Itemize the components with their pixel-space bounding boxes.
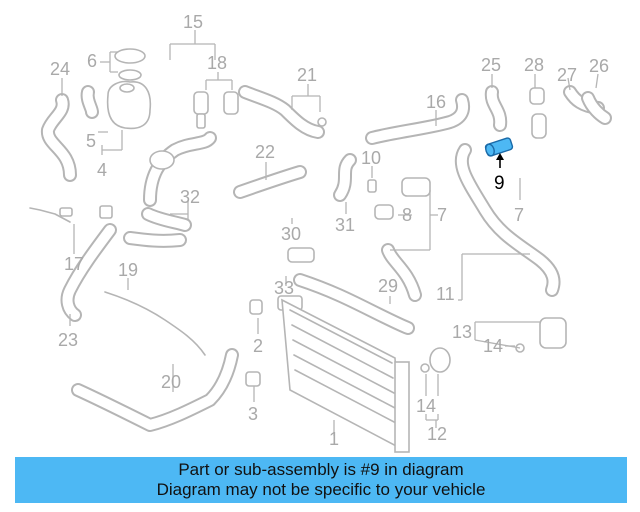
callout-11: 11	[436, 284, 455, 304]
callout-22: 22	[255, 142, 275, 162]
part-16-hose	[365, 93, 471, 145]
part-1-radiator	[281, 298, 410, 453]
part-5-hose	[80, 85, 99, 119]
callout-2: 2	[253, 336, 263, 356]
callout-15: 15	[183, 12, 203, 32]
part-7-hose	[381, 243, 422, 302]
part-30-fitting	[287, 247, 315, 263]
callout-1: 1	[329, 429, 339, 449]
part-32-pipe	[123, 207, 192, 248]
part-11-lower-hose	[454, 143, 561, 297]
callout-8: 8	[402, 205, 412, 225]
callout-13: 13	[452, 322, 472, 342]
part-25-hose	[484, 85, 508, 132]
leader-lines	[61, 30, 599, 436]
part-10-sensor	[367, 179, 377, 193]
part-28-fitting	[529, 87, 547, 139]
callout-7-right: 7	[514, 205, 524, 225]
part-23-hose	[60, 223, 117, 322]
parts-diagram: 15 6 18 24 5 4 21 25 28 27 26 16 22 10 9…	[29, 12, 612, 453]
callout-14: 14	[483, 336, 503, 356]
callout-27: 27	[557, 65, 577, 85]
leader-line-9	[496, 153, 504, 168]
part-6-cap	[114, 48, 146, 81]
part-4-expansion-tank	[106, 80, 152, 130]
callout-9: 9	[494, 173, 505, 194]
part-24-hose	[41, 93, 77, 182]
part-29-hose	[293, 273, 415, 335]
banner-disclaimer-line: Diagram may not be specific to your vehi…	[156, 480, 486, 499]
banner-part-line: Part or sub-assembly is #9 in diagram	[178, 460, 464, 479]
info-banner: Part or sub-assembly is #9 in diagram Di…	[15, 457, 627, 503]
part-22-pipe	[233, 165, 307, 199]
callout-6: 6	[87, 51, 97, 71]
callout-24: 24	[50, 59, 70, 79]
part-9-highlighted	[484, 137, 514, 157]
part-18-fittings	[193, 91, 239, 129]
callout-17: 17	[64, 254, 84, 274]
callout-3: 3	[248, 404, 258, 424]
part-12-drain	[420, 347, 451, 373]
callout-7: 7	[437, 205, 447, 225]
callout-5: 5	[86, 131, 96, 151]
callout-16: 16	[426, 92, 446, 112]
part-27-26-hoses	[563, 85, 612, 125]
callout-29: 29	[378, 276, 398, 296]
callout-20: 20	[161, 372, 181, 392]
callout-33: 33	[274, 278, 294, 298]
callout-26: 26	[589, 56, 609, 76]
callout-31: 31	[335, 215, 355, 235]
part-8-thermostat	[374, 177, 431, 220]
callout-32: 32	[180, 187, 200, 207]
callout-10: 10	[361, 148, 381, 168]
callout-18: 18	[207, 53, 227, 73]
callout-30: 30	[281, 224, 301, 244]
callout-19: 19	[118, 260, 138, 280]
callout-14-lower: 14	[416, 396, 436, 416]
callout-12: 12	[427, 424, 447, 444]
part-13-flange	[515, 317, 567, 353]
part-31-hose	[333, 153, 357, 202]
part-2-3-small	[245, 299, 263, 387]
callout-28: 28	[524, 55, 544, 75]
callout-21: 21	[297, 65, 317, 85]
part-15-upper-hose	[143, 131, 217, 207]
part-20-pipe	[71, 348, 239, 432]
callout-23: 23	[58, 330, 78, 350]
part-17-sensor	[29, 205, 113, 223]
callout-25: 25	[481, 55, 501, 75]
part-21-pipe	[238, 85, 327, 139]
part-19-harness	[104, 291, 206, 356]
callout-4: 4	[97, 160, 107, 180]
